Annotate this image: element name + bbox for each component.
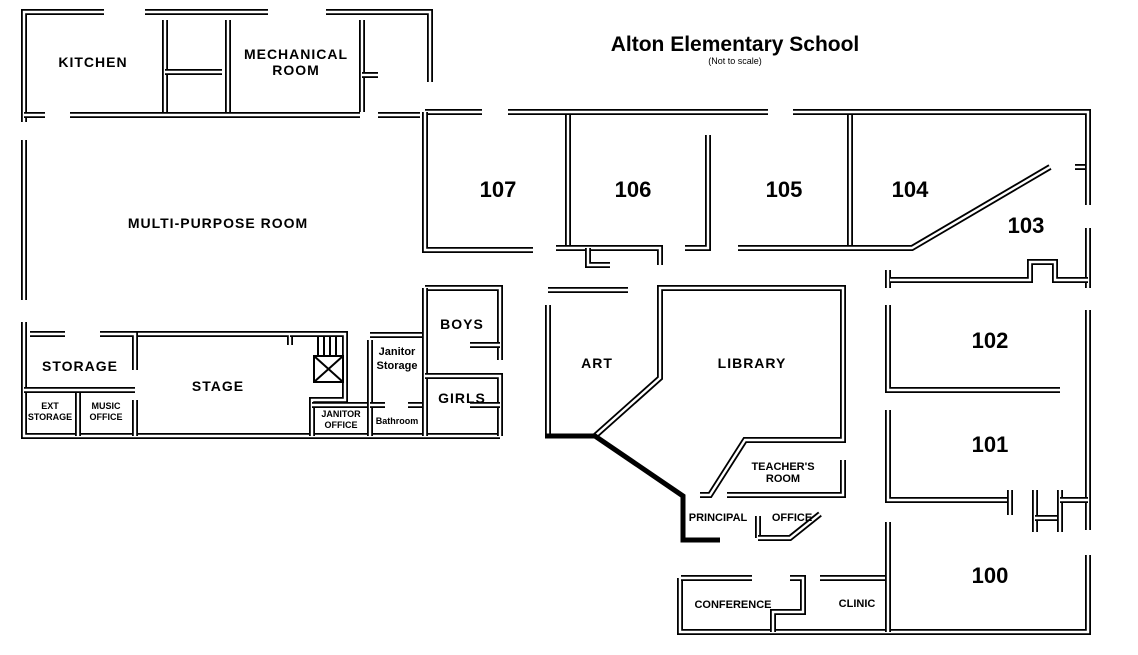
wall — [138, 331, 293, 345]
wall-inner — [425, 374, 502, 436]
wall-inner — [594, 286, 845, 497]
wall-inner — [793, 110, 1090, 205]
wall — [685, 135, 711, 251]
room-mechanical-line2: ROOM — [272, 62, 320, 78]
room-library: LIBRARY — [718, 355, 787, 371]
wall-inner — [425, 286, 502, 360]
plan-title: Alton Elementary School — [611, 33, 860, 56]
room-multipurpose: MULTI-PURPOSE ROOM — [128, 215, 308, 231]
wall-inner — [890, 260, 1088, 282]
wall — [890, 259, 1088, 283]
room-janitor-office-line2: OFFICE — [325, 420, 358, 430]
room-storage: STORAGE — [42, 358, 118, 374]
room-kitchen: KITCHEN — [58, 54, 127, 70]
wall-inner — [886, 410, 1010, 502]
room-ext-storage-line1: EXT — [41, 401, 59, 411]
wall-inner — [727, 460, 845, 497]
wall-inner — [423, 112, 533, 252]
wall — [677, 555, 1091, 635]
wall — [793, 109, 1091, 205]
room-principal: PRINCIPAL — [689, 512, 748, 524]
room-music-office-line1: MUSIC — [92, 401, 122, 411]
wall-inner — [685, 135, 710, 250]
room-bathroom: Bathroom — [376, 416, 419, 426]
room-stage: STAGE — [192, 378, 244, 394]
wall-inner — [771, 576, 805, 632]
room-art: ART — [581, 355, 613, 371]
room-conference: CONFERENCE — [694, 599, 771, 611]
room-boys: BOYS — [440, 316, 484, 332]
room-janitor-storage-line1: Janitor — [379, 346, 416, 358]
wall-inner — [738, 165, 1051, 250]
room-100: 100 — [972, 563, 1009, 588]
wall — [770, 575, 806, 632]
room-mechanical-line1: MECHANICAL — [244, 46, 348, 62]
room-girls: GIRLS — [438, 390, 486, 406]
room-ext-storage-line2: STORAGE — [28, 412, 72, 422]
wall-inner — [678, 555, 1090, 634]
room-105: 105 — [766, 177, 803, 202]
room-janitor-office-line1: JANITOR — [321, 409, 361, 419]
wall-inner — [100, 332, 137, 370]
room-music-office-line2: OFFICE — [90, 412, 123, 422]
room-106: 106 — [615, 177, 652, 202]
wall-inner — [586, 248, 610, 267]
room-102: 102 — [972, 328, 1009, 353]
wall-inner — [886, 305, 1060, 392]
room-teachers-line1: TEACHER'S — [751, 461, 814, 473]
room-104: 104 — [892, 177, 929, 202]
exterior-wall — [545, 433, 720, 543]
walls — [21, 9, 1091, 635]
room-office: OFFICE — [772, 512, 812, 524]
wall-inner — [22, 322, 500, 438]
room-101: 101 — [972, 432, 1009, 457]
stairs-icon — [313, 337, 344, 383]
room-janitor-storage-line2: Storage — [377, 360, 418, 372]
room-107: 107 — [480, 177, 517, 202]
room-103: 103 — [1008, 213, 1045, 238]
wall-inner — [22, 10, 104, 122]
wall-inner — [290, 332, 347, 436]
room-teachers-line2: ROOM — [766, 473, 800, 485]
wall-inner — [758, 513, 821, 540]
room-clinic: CLINIC — [839, 598, 876, 610]
wall-inner — [326, 10, 432, 82]
plan-subtitle: (Not to scale) — [708, 56, 762, 66]
